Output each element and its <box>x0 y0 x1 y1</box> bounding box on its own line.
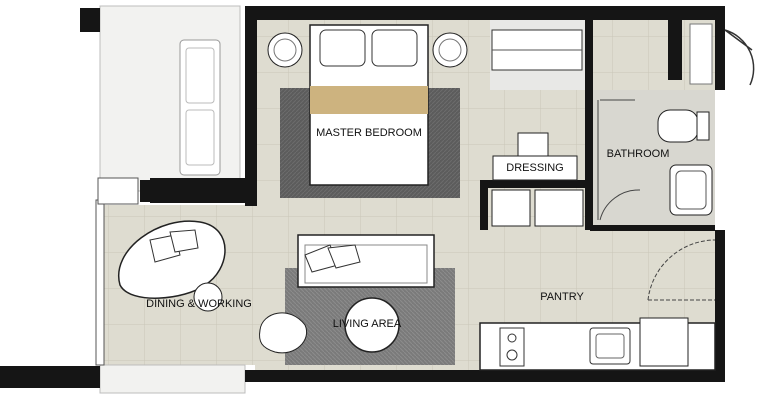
pantry-door <box>647 239 716 301</box>
dining-table <box>117 220 226 299</box>
left-window <box>95 199 105 366</box>
fridge <box>639 317 689 367</box>
kitchen-sink <box>589 327 631 365</box>
walls <box>0 6 725 388</box>
dressing-table <box>492 155 578 181</box>
bed-runner <box>310 86 428 114</box>
bathroom-sink <box>669 164 713 216</box>
room-label-living-area: LIVING AREA <box>333 318 402 330</box>
dressing-stool <box>517 132 549 160</box>
cushion <box>327 244 361 269</box>
room-label-bathroom: BATHROOM <box>607 148 670 160</box>
pillow <box>371 29 418 67</box>
storage-cabinet <box>534 189 584 227</box>
bathroom-window <box>689 23 713 85</box>
toilet <box>657 109 699 143</box>
storage-cabinet <box>491 189 531 227</box>
room-label-dining-working: DINING & WORKING <box>146 298 252 310</box>
cushion <box>169 229 199 253</box>
nightstand-lamp <box>267 32 303 68</box>
nightstand-lamp <box>432 32 468 68</box>
dining-chair <box>193 282 223 312</box>
room-label-master-bedroom: MASTER BEDROOM <box>316 127 422 139</box>
bottom-balcony <box>99 364 246 394</box>
shower-door <box>597 99 641 221</box>
pillow <box>319 29 366 67</box>
room-label-pantry: PANTRY <box>540 291 584 303</box>
entrance-door <box>724 29 755 86</box>
balcony-lounger <box>179 39 221 176</box>
coffee-table <box>344 297 400 353</box>
armchair <box>259 312 308 354</box>
room-label-dressing: DRESSING <box>506 162 563 174</box>
